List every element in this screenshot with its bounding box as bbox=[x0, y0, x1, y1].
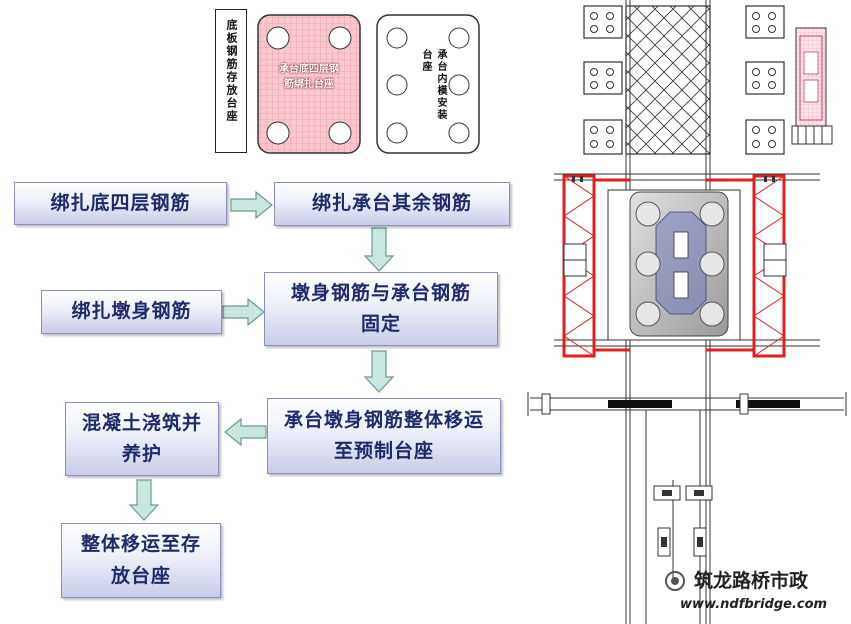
watermark-name: 筑龙路桥市政 bbox=[694, 570, 809, 592]
transfer-beam bbox=[527, 392, 847, 416]
flow-step-d: 墩身钢筋与承台钢筋固定 bbox=[264, 272, 498, 346]
arrow-right-1 bbox=[230, 190, 273, 220]
arrow-left-1 bbox=[224, 417, 267, 447]
flow-step-e: 承台墩身钢筋整体移运至预制台座 bbox=[267, 398, 501, 474]
arrow-right-2 bbox=[222, 297, 265, 327]
watermark-url: www.ndfbridge.com bbox=[680, 597, 828, 612]
wechat-icon bbox=[664, 570, 686, 592]
pink-pedestal bbox=[257, 14, 361, 154]
top-plan: 底板钢筋存放台座 承台底四层钢筋绑扎台座 承台内模安装台座 bbox=[212, 5, 502, 160]
flow-step-a: 绑扎底四层钢筋 bbox=[14, 182, 227, 225]
pink-pedestal-label: 承台底四层钢筋绑扎台座 bbox=[279, 64, 339, 90]
arrow-down-2 bbox=[363, 350, 395, 393]
white-pedestal bbox=[376, 14, 480, 154]
white-pedestal-label: 承台内模安装台座 bbox=[420, 49, 446, 121]
flow-step-f: 混凝土浇筑并养护 bbox=[65, 402, 219, 476]
flow-step-g: 整体移运至存放台座 bbox=[61, 523, 221, 598]
cross-hatch-zone bbox=[625, 5, 711, 155]
flow-step-c: 绑扎墩身钢筋 bbox=[41, 290, 222, 334]
flow-arrows bbox=[128, 190, 395, 521]
pedestal-drawings bbox=[257, 14, 480, 154]
pink-rebar-frame bbox=[791, 27, 833, 145]
site-plan-drawing bbox=[527, 0, 847, 624]
arrow-down-3 bbox=[128, 479, 160, 521]
flow-step-b: 绑扎承台其余钢筋 bbox=[274, 182, 510, 226]
arrow-down-1 bbox=[363, 227, 395, 272]
storage-table-label: 底板钢筋存放台座 bbox=[225, 19, 238, 123]
storage-table-outline bbox=[215, 9, 247, 153]
